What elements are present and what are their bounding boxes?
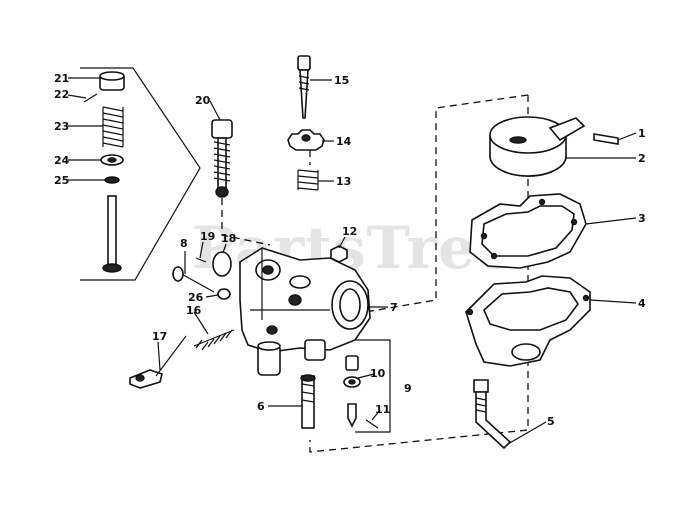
callout-26: 26 bbox=[188, 291, 204, 304]
part-6-jet-tube bbox=[300, 374, 316, 429]
part-19-pin bbox=[195, 257, 207, 263]
callout-3: 3 bbox=[638, 212, 646, 225]
callout-15: 15 bbox=[334, 74, 349, 87]
callout-20: 20 bbox=[195, 94, 211, 107]
callout-2: 2 bbox=[638, 152, 646, 165]
part-15-needle bbox=[297, 55, 311, 119]
callout-23: 23 bbox=[54, 120, 69, 133]
part-26-washer bbox=[217, 288, 231, 300]
part-8-shaft bbox=[172, 266, 215, 293]
part-4-float-bowl bbox=[465, 275, 591, 367]
callout-19: 19 bbox=[200, 230, 215, 243]
part-20-idle-adjust-screw bbox=[211, 119, 233, 198]
callout-9: 9 bbox=[404, 382, 412, 395]
part-13-spring bbox=[297, 169, 319, 191]
part-16-spring bbox=[193, 329, 235, 351]
callout-4: 4 bbox=[638, 297, 646, 310]
callout-1: 1 bbox=[638, 127, 646, 140]
callout-13: 13 bbox=[336, 175, 351, 188]
part-10-seat bbox=[343, 355, 361, 388]
callout-16: 16 bbox=[186, 304, 202, 317]
part-2-float bbox=[489, 116, 586, 177]
callout-8: 8 bbox=[180, 237, 188, 250]
guide-line-20 bbox=[221, 198, 271, 246]
part-11-needle-valve bbox=[347, 403, 379, 429]
callout-labels: 1 2 3 4 5 6 7 8 9 10 11 12 13 14 15 16 1… bbox=[54, 72, 646, 428]
callout-6: 6 bbox=[257, 400, 265, 413]
callout-10: 10 bbox=[370, 367, 386, 380]
float-bowl-group-boundary bbox=[309, 94, 529, 453]
part-24-washer bbox=[100, 154, 124, 166]
part-25-clip bbox=[104, 176, 120, 184]
part-22-pin bbox=[83, 93, 98, 103]
part-18-disc bbox=[212, 251, 232, 277]
part-21-cap bbox=[99, 71, 125, 91]
part-5-bolt bbox=[473, 379, 512, 450]
callout-25: 25 bbox=[54, 174, 69, 187]
callout-17: 17 bbox=[152, 330, 167, 343]
part-23-spring bbox=[102, 106, 124, 148]
part-7-carburetor-body bbox=[239, 247, 371, 376]
bracket-21-25 bbox=[80, 67, 201, 281]
callout-24: 24 bbox=[54, 154, 70, 167]
part-14-gear bbox=[287, 129, 325, 151]
part-3-gasket bbox=[469, 193, 587, 269]
callout-7: 7 bbox=[390, 301, 398, 314]
part-23-rod bbox=[102, 195, 122, 273]
part-17-lever bbox=[129, 335, 187, 389]
callout-21: 21 bbox=[54, 72, 69, 85]
callout-11: 11 bbox=[375, 403, 390, 416]
leader-lines bbox=[67, 77, 637, 445]
callout-5: 5 bbox=[547, 415, 555, 428]
callout-18: 18 bbox=[221, 232, 236, 245]
part-1-pin bbox=[593, 133, 619, 145]
part-12-plug bbox=[330, 245, 348, 263]
bracket-9 bbox=[355, 339, 391, 433]
callout-12: 12 bbox=[342, 225, 357, 238]
callout-22: 22 bbox=[54, 88, 69, 101]
callout-14: 14 bbox=[336, 135, 352, 148]
